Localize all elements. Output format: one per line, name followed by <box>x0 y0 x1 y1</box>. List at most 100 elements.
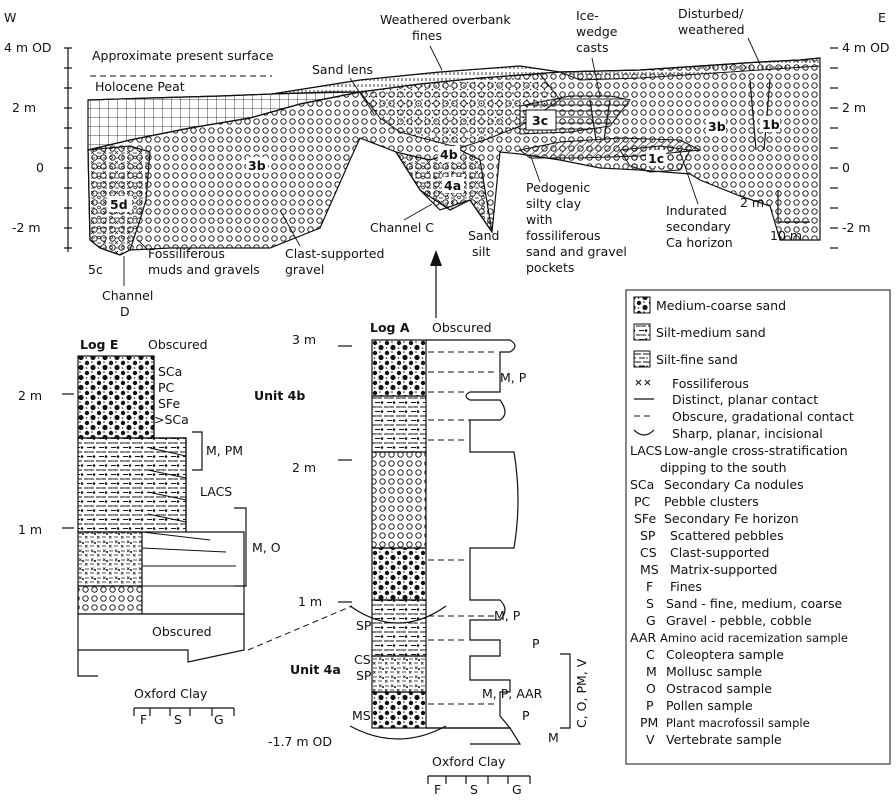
log-e-lacs: LACS <box>200 484 232 499</box>
log-a-base-box <box>426 727 522 745</box>
legend-text-23: Plant macrofossil sample <box>666 716 810 730</box>
log-a-note-sp1: SP <box>356 618 372 633</box>
legend-text-22: Pollen sample <box>666 698 753 713</box>
legend-text-5: Obscure, gradational contact <box>672 409 854 424</box>
correlation-line <box>247 605 353 651</box>
log-a-note-ms: MS <box>352 708 371 723</box>
label-ice-1: Ice- <box>576 8 599 23</box>
legend-text-14: Matrix-supported <box>670 562 777 577</box>
label-3b-east: 3b <box>708 119 726 134</box>
right-scale-axis: 4 m OD 2 m 0 -2 m <box>830 40 890 249</box>
legend-text-11: Secondary Fe horizon <box>664 511 799 526</box>
log-e-scale-1m: 1 m <box>18 522 42 537</box>
legend-text-24: Vertebrate sample <box>666 732 782 747</box>
label-holocene-peat: Holocene Peat <box>95 79 185 94</box>
legend-text-8: dipping to the south <box>660 460 787 475</box>
legend-key-12: SP <box>640 528 656 543</box>
ice-wedge-2 <box>603 99 611 141</box>
log-e-obscured-top: Obscured <box>148 337 208 352</box>
label-disturbed-2: weathered <box>678 22 745 37</box>
legend-key-9: SCa <box>630 477 654 492</box>
label-approx-surface: Approximate present surface <box>92 48 274 63</box>
label-1c: 1c <box>648 151 664 166</box>
legend-text-1: Silt-medium sand <box>656 325 766 340</box>
sand-lens-leader <box>349 77 375 115</box>
log-a-p2: P <box>522 708 530 723</box>
left-scale-0: 0 <box>36 160 44 175</box>
label-overbank-2: fines <box>412 28 442 43</box>
legend-box <box>625 289 891 765</box>
log-a-scale-2m: 2 m <box>292 460 316 475</box>
legend-text-19: Coleoptera sample <box>666 647 784 662</box>
legend-text-21: Ostracod sample <box>666 681 772 696</box>
legend-text-7: Low-angle cross-stratification <box>664 443 848 458</box>
ice-wedge-4 <box>763 79 771 151</box>
log-e-note-sfe: SFe <box>158 396 180 411</box>
legend-swatch-medium-coarse <box>633 296 651 314</box>
log-a-bed-7 <box>371 691 427 729</box>
legend-key-13: CS <box>640 545 657 560</box>
log-e: Log E Obscured 2 m 1 m Obscured SCa PC S… <box>18 337 305 727</box>
legend-text-0: Medium-coarse sand <box>656 298 786 313</box>
label-ice-2: wedge <box>576 24 618 39</box>
ground-surface <box>87 57 821 101</box>
scale-bar: 2 m 10 m <box>740 190 810 243</box>
cross-section: 4 m OD 2 m 0 -2 m W E 4 m OD 2 m 0 -2 m <box>4 6 890 319</box>
log-a-axis-s: S <box>470 782 478 797</box>
legend-text-15: Fines <box>670 579 702 594</box>
log-a-obscured-top: Obscured <box>432 320 492 335</box>
clast-leader <box>279 209 301 247</box>
log-e-samples-upper: M, PM <box>206 443 243 458</box>
scale-bar-horizontal: 10 m <box>770 228 802 243</box>
log-e-title: Log E <box>80 337 118 352</box>
log-e-unit: Unit 4b <box>254 388 305 403</box>
log-e-samples-lower: M, O <box>252 540 281 555</box>
log-e-profile <box>142 356 245 615</box>
log-a-scale-base: -1.7 m OD <box>268 734 332 749</box>
legend-key-17: G <box>646 613 656 628</box>
legend-text-17: Gravel - pebble, cobble <box>666 613 812 628</box>
log-e-bed-1 <box>77 355 155 439</box>
label-channel-d-2: D <box>120 304 130 319</box>
log-a-samples-top: M, P <box>500 370 527 385</box>
label-5c: 5c <box>88 262 103 277</box>
log-e-base: Oxford Clay <box>134 686 208 701</box>
log-e-lacs-lines <box>147 447 187 523</box>
label-indurated-3: Ca horizon <box>666 235 733 250</box>
legend-key-10: PC <box>634 494 651 509</box>
label-ice-3: casts <box>576 40 608 55</box>
ice-leader <box>591 57 601 97</box>
log-e-axis-s: S <box>174 712 182 727</box>
log-a-m: M <box>548 730 559 745</box>
legend: Medium-coarse sand Silt-medium sand Silt… <box>625 289 891 765</box>
log-e-base-line <box>77 650 98 677</box>
log-a-vertical-bracket <box>560 653 571 729</box>
ice-wedge-1 <box>589 99 597 141</box>
legend-text-3: Fossiliferous <box>672 376 749 391</box>
log-a-bed-5 <box>371 599 427 657</box>
log-a-p1: P <box>532 636 540 651</box>
log-e-grain-axis <box>133 707 235 716</box>
unit-3c-box <box>525 109 557 131</box>
log-a-samples-low: M, P, AAR <box>482 686 543 701</box>
legend-text-20: Mollusc sample <box>666 664 762 679</box>
legend-text-2: Silt-fine sand <box>656 352 738 367</box>
log-e-note-pc: PC <box>158 380 175 395</box>
label-foss-muds-1: Fossiliferous <box>148 246 225 261</box>
label-4a: 4a <box>444 178 461 193</box>
log-a-bed-2 <box>371 395 427 453</box>
legend-text-4: Distinct, planar contact <box>672 392 818 407</box>
indurated-leader <box>679 151 699 205</box>
label-3b-w-bg <box>246 157 268 173</box>
label-4a-bg <box>442 177 464 193</box>
log-a-incision-1 <box>349 605 447 624</box>
legend-key-16: S <box>646 596 654 611</box>
foss-muds-leader <box>137 239 149 251</box>
legend-swatch-silt-fine <box>633 350 651 368</box>
label-pedogenic-6: pockets <box>526 260 574 275</box>
legend-text-12: Scattered pebbles <box>670 528 784 543</box>
label-3b-west: 3b <box>248 158 266 173</box>
right-scale-2m: 2 m <box>842 100 866 115</box>
label-sand: Sand <box>468 228 499 243</box>
log-e-note-gtsca: >SCa <box>154 412 189 427</box>
